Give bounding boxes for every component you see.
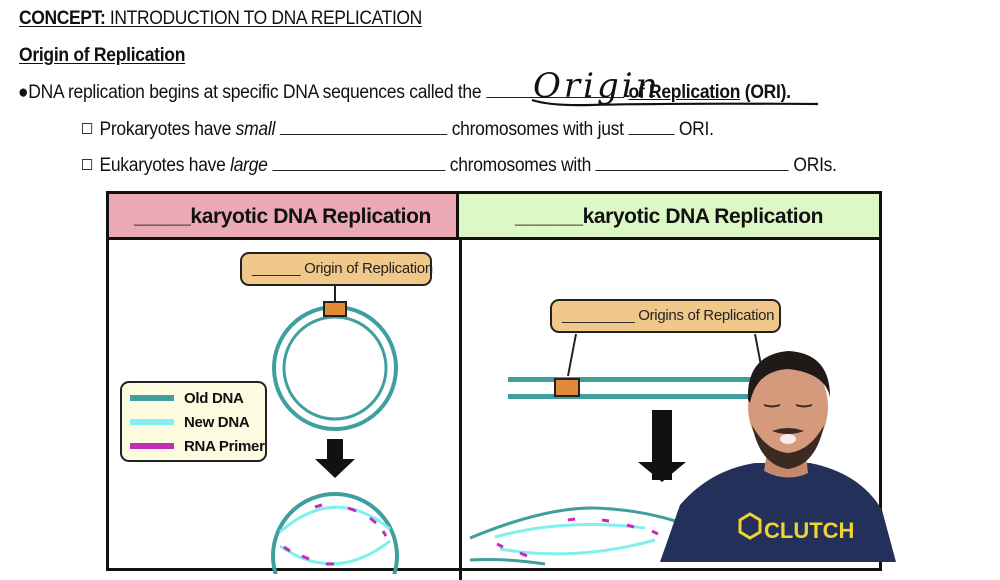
- sub-bullet-eukaryotes: Eukaryotes have large chromosomes with O…: [82, 154, 837, 177]
- answer-blank: [485, 81, 624, 98]
- origin-box: [554, 378, 580, 397]
- new-dna-swatch: [130, 419, 174, 425]
- down-arrow-icon: [315, 459, 355, 478]
- bullet-marker: ●: [18, 82, 29, 103]
- column-divider: [459, 240, 462, 580]
- legend-item-rna-primer: RNA Primer: [130, 435, 265, 457]
- old-dna-swatch: [130, 395, 174, 401]
- rna-primer-swatch: [130, 443, 174, 449]
- eukaryotic-header: ______karyotic DNA Replication: [459, 194, 879, 240]
- checkbox-icon: [82, 123, 93, 134]
- legend: Old DNA New DNA RNA Primer: [120, 381, 267, 462]
- handwritten-answer: Origin: [533, 66, 661, 106]
- handwritten-underline: [531, 98, 819, 107]
- main-bullet: ●DNA replication begins at specific DNA …: [18, 81, 791, 103]
- origin-box: [323, 301, 347, 317]
- section-title: Origin of Replication: [19, 45, 186, 66]
- origin-label-prokaryote: ______ Origin of Replication: [240, 252, 433, 286]
- checkbox-icon: [82, 159, 93, 170]
- concept-title: CONCEPT: INTRODUCTION TO DNA REPLICATION: [19, 8, 422, 29]
- down-arrow-icon: [638, 462, 686, 482]
- comparison-table: _____karyotic DNA Replication ______kary…: [106, 191, 882, 580]
- clutch-logo-icon: [738, 512, 762, 540]
- legend-item-new-dna: New DNA: [130, 411, 250, 433]
- origin-label-eukaryote: _________ Origins of Replication: [550, 299, 781, 333]
- legend-item-old-dna: Old DNA: [130, 387, 244, 409]
- prokaryotic-header: _____karyotic DNA Replication: [109, 194, 459, 240]
- prokaryote-diagram: [271, 286, 399, 574]
- sub-bullet-prokaryotes: Prokaryotes have small chromosomes with …: [82, 118, 714, 141]
- shirt-text: CLUTCH: [764, 518, 854, 543]
- presenter-video: CLUTCH: [660, 351, 896, 562]
